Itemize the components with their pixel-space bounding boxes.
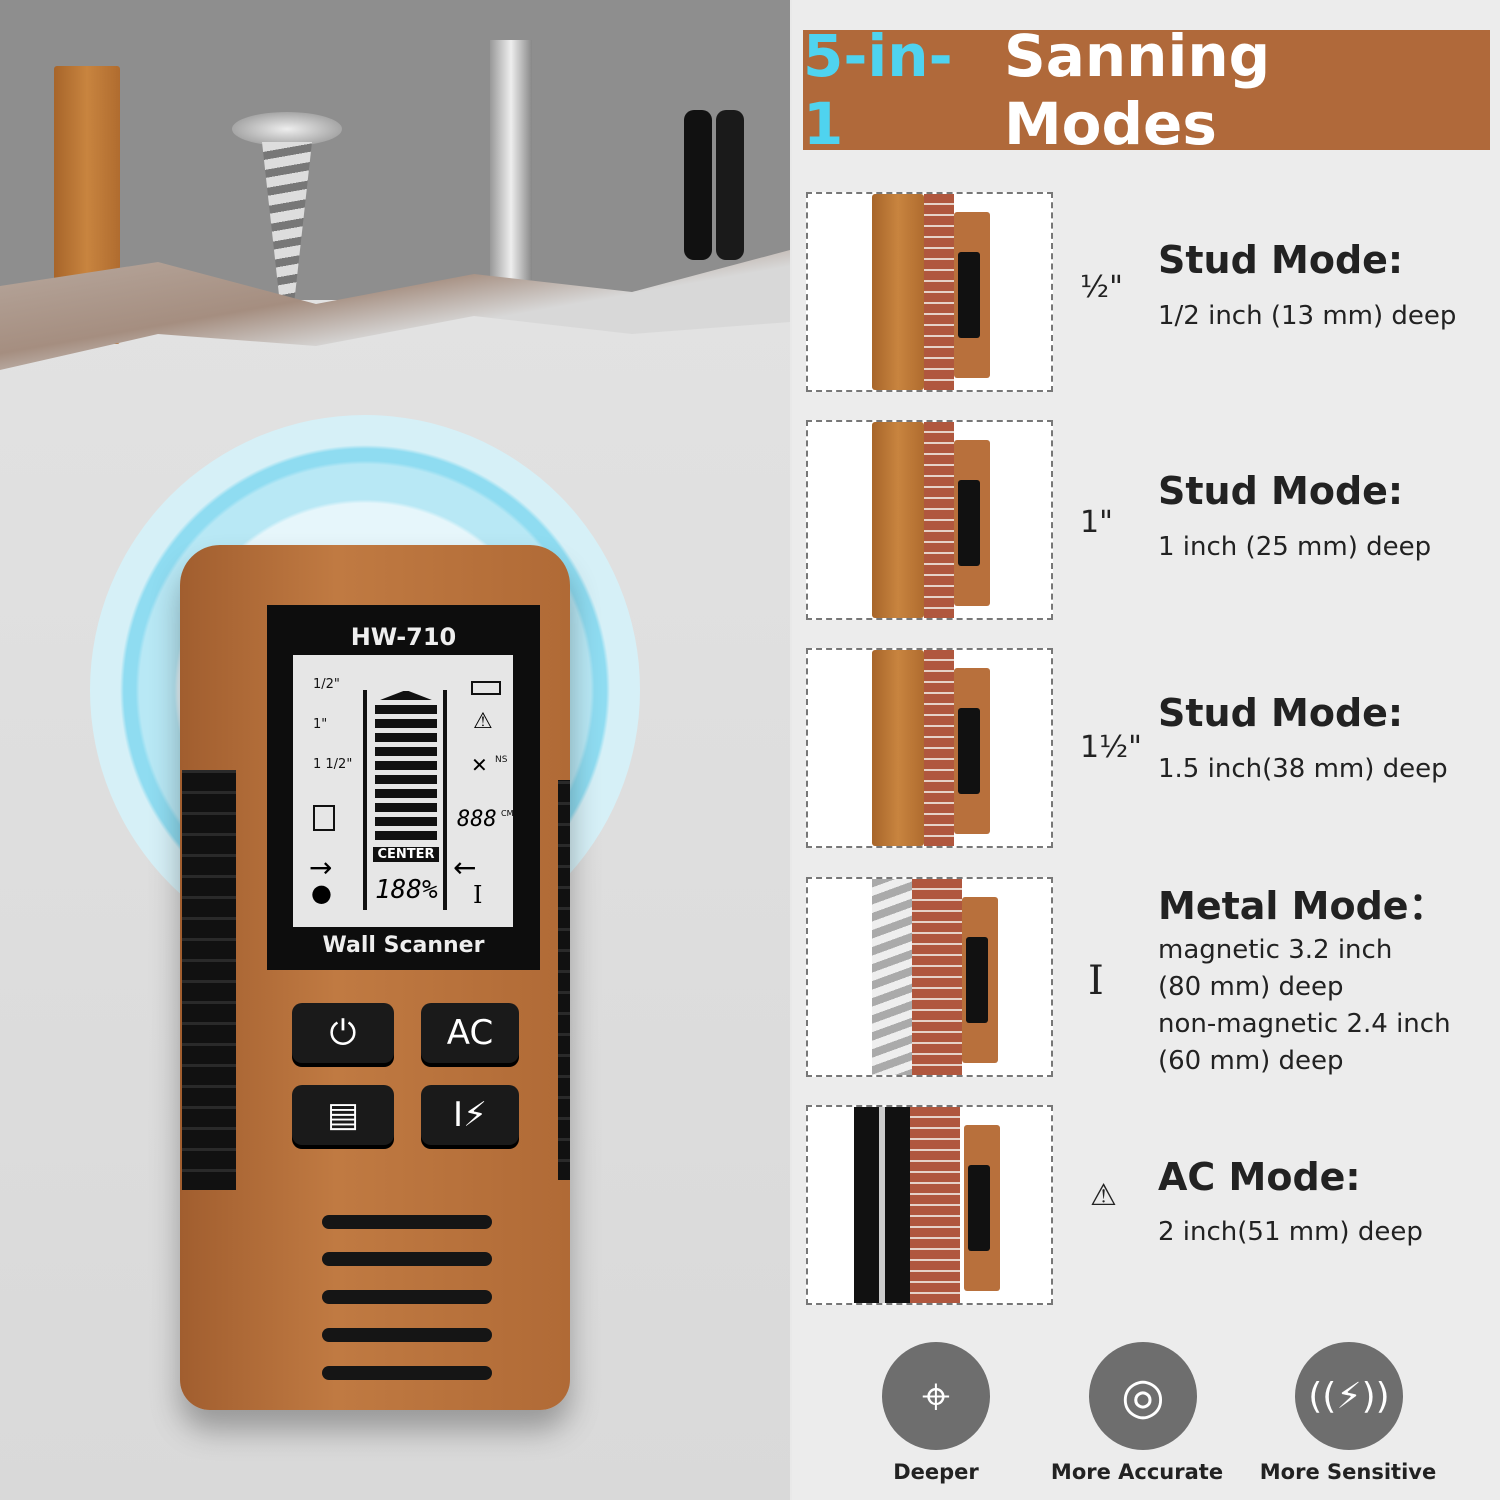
speaker-slot (322, 1215, 492, 1229)
title-text: Sanning Modes (1003, 22, 1271, 158)
lcd-ns: NS (495, 755, 508, 765)
mode-title: AC Mode: (1158, 1155, 1361, 1199)
battery-icon (471, 681, 501, 695)
target-arrow-icon: ◎ (1089, 1342, 1197, 1450)
mode-desc-line: (80 mm) deep (1158, 972, 1344, 1002)
lcd-percent: 188% (375, 875, 438, 905)
title-highlight: 5-in-1 (803, 22, 953, 158)
stud-mode-button[interactable]: ▤ (292, 1085, 394, 1145)
mode-desc: 1.5 inch(38 mm) deep (1158, 754, 1448, 784)
metal-pipe (490, 40, 532, 280)
screw-head (232, 112, 342, 146)
mode-title: Stud Mode: (1158, 238, 1404, 282)
cable (716, 110, 744, 260)
arrow-right-icon: → (309, 851, 333, 884)
arrow-left-icon: ← (453, 851, 477, 884)
mode-desc-line: (60 mm) deep (1158, 1046, 1344, 1076)
mode-desc: 2 inch(51 mm) deep (1158, 1217, 1423, 1247)
metal-mode-button[interactable]: I⚡ (421, 1085, 519, 1145)
cable (684, 110, 712, 260)
side-grip (558, 780, 570, 1180)
lcd-display: 1/2" 1" 1 1/2" → ● CENTER 188% ⚠ ✕ NS 88… (293, 655, 514, 927)
side-grip (182, 770, 236, 1190)
device-name: Wall Scanner (322, 933, 485, 958)
model-label: HW-710 (350, 623, 457, 651)
ac-wave-icon: ● (311, 879, 332, 907)
lcd-depth-half: 1/2" (313, 677, 340, 692)
mode-desc: magnetic 3.2 inch (80 mm) deep non-magne… (1158, 932, 1451, 1080)
crosshair-icon: ⌖ (882, 1342, 990, 1450)
ac-button[interactable]: AC (421, 1003, 519, 1063)
lcd-distance: 888 (457, 807, 497, 832)
mode-desc: 1/2 inch (13 mm) deep (1158, 301, 1457, 331)
mode-desc-line: non-magnetic 2.4 inch (1158, 1009, 1451, 1039)
magnet-icon: ✕ (471, 753, 488, 777)
lcd-depth-one-half: 1 1/2" (313, 757, 353, 772)
background-band (0, 0, 790, 300)
ac-warning-icon: ⚠ (1090, 1178, 1117, 1213)
lcd-bar (443, 690, 447, 910)
mode-title: Stud Mode: (1158, 691, 1404, 735)
metal-ac-icon: I⚡ (453, 1095, 487, 1135)
mode-title: Stud Mode: (1158, 469, 1404, 513)
feature-label: More Accurate (1050, 1460, 1224, 1484)
wall-icon (313, 805, 335, 831)
ac-warning-icon: ⚠ (473, 709, 493, 734)
mode-desc-line: magnetic 3.2 inch (1158, 935, 1393, 965)
ac-mode-image (806, 1105, 1053, 1305)
power-icon: ⏻ (329, 1013, 357, 1053)
stud-half-inch-icon: ½" (1080, 270, 1123, 305)
signal-chevrons (375, 690, 437, 840)
lcd-center: CENTER (373, 847, 439, 862)
product-illustration: HW-710 Wall Scanner 1/2" 1" 1 1/2" → ● C… (0, 0, 790, 1500)
feature-label: More Sensitive (1259, 1460, 1437, 1484)
stud-mode-image (806, 420, 1053, 620)
mode-desc: 1 inch (25 mm) deep (1158, 532, 1432, 562)
lcd-depth-one: 1" (313, 717, 328, 732)
speaker-slot (322, 1252, 492, 1266)
stud-mode-image (806, 648, 1053, 848)
title-banner: 5-in-1 Sanning Modes (803, 22, 1490, 158)
speaker-slot (322, 1366, 492, 1380)
speaker-slot (322, 1328, 492, 1342)
stud-one-inch-icon: 1" (1080, 505, 1113, 540)
stud-mode-image (806, 192, 1053, 392)
stud-one-half-inch-icon: 1½" (1080, 730, 1142, 765)
feature-label: Deeper (893, 1460, 979, 1484)
metal-beam-icon: I (1088, 958, 1104, 1004)
metal-mode-image (806, 877, 1053, 1077)
wall-scan-icon: ▤ (326, 1095, 360, 1135)
metal-beam-icon: I (473, 881, 483, 909)
speaker-slot (322, 1290, 492, 1304)
wireless-signal-icon: ((⚡)) (1295, 1342, 1403, 1450)
lcd-unit: CM (501, 809, 514, 818)
mode-title: Metal Mode： (1158, 884, 1447, 928)
power-button[interactable]: ⏻ (292, 1003, 394, 1063)
lcd-bar (363, 690, 367, 910)
